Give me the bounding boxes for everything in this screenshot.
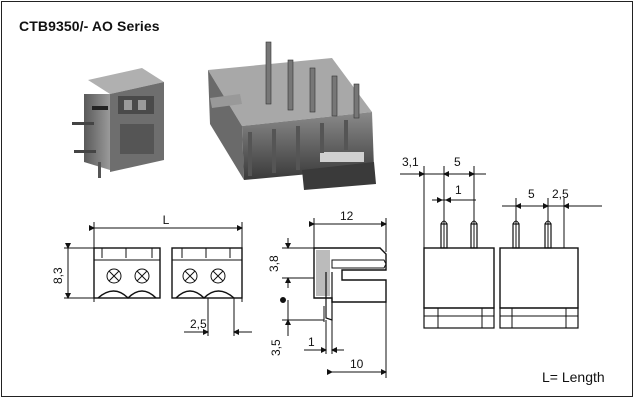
dim-3-8: 3,8	[267, 255, 281, 272]
length-legend: L= Length	[542, 369, 605, 385]
front-view-drawing: L 8,3 2,5	[51, 213, 252, 336]
top-view-drawing: 3,1 5 1	[400, 155, 495, 329]
series-title: CTB9350/- AO Series	[19, 18, 160, 34]
dim-1-top: 1	[455, 183, 462, 197]
dim-L: L	[163, 213, 170, 227]
dim-5-right: 5	[528, 187, 535, 201]
top-view-right-drawing: 5 2,5	[499, 187, 602, 329]
dim-8-3: 8,3	[51, 267, 65, 284]
dim-2-5-right: 2,5	[552, 187, 569, 201]
dim-2-5-front: 2,5	[190, 317, 207, 331]
large-connector-photo	[208, 41, 376, 190]
dim-10: 10	[350, 357, 364, 371]
dim-3-1: 3,1	[402, 155, 419, 169]
dim-5-left: 5	[454, 155, 461, 169]
dim-3-5: 3,5	[269, 339, 283, 356]
dim-1-side: 1	[308, 335, 315, 349]
dim-12: 12	[340, 209, 354, 223]
small-connector-photo	[72, 68, 164, 178]
side-view-drawing: 12 3,8 3,5 1 10	[267, 209, 387, 378]
